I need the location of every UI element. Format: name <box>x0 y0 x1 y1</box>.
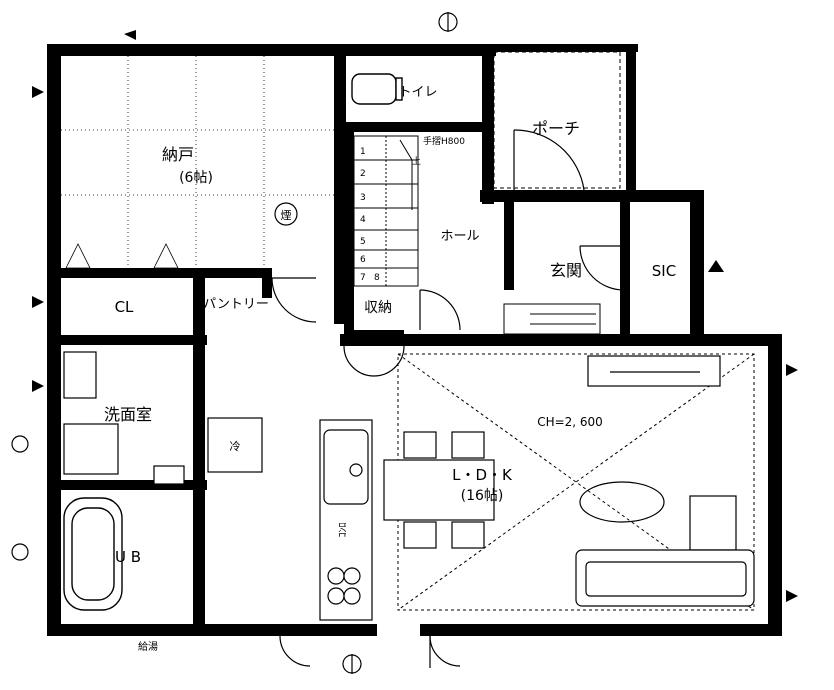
stair-step: 4 <box>360 215 366 225</box>
sofa <box>575 495 755 607</box>
dining-set <box>383 431 495 549</box>
stair-step: 2 <box>360 169 366 179</box>
stair-step: 7 <box>360 273 366 283</box>
porch-name: ポーチ <box>532 119 580 138</box>
stair-step: 5 <box>360 237 366 247</box>
stair-step: 6 <box>360 255 366 265</box>
stair-step: 1 <box>360 147 366 157</box>
stair-step: 3 <box>360 193 366 203</box>
smoke-detector-label: 煙 <box>281 209 292 222</box>
fridge <box>207 417 263 473</box>
range-label: ｺﾝﾛ <box>338 523 349 538</box>
staircase <box>353 135 419 287</box>
fridge-label: 冷 <box>230 440 241 453</box>
ldk-size: (16帖) <box>461 488 504 504</box>
ceiling-height-note: CH=2, 600 <box>537 415 603 429</box>
storage-size: (6帖) <box>179 170 213 186</box>
toilet-name: トイレ <box>398 85 437 100</box>
stair-numbers: 1 2 3 4 5 6 7 8 上 <box>360 147 421 283</box>
pantry-name: パントリー <box>203 297 269 312</box>
porch-outline <box>493 51 621 189</box>
kitchen-counter <box>319 419 373 621</box>
window-markers <box>32 30 798 602</box>
toilet-fixture <box>351 73 403 105</box>
bathtub <box>63 497 123 611</box>
hall-name: ホール <box>440 229 479 244</box>
doors <box>271 129 625 668</box>
stair-step: 8 <box>374 273 380 283</box>
sic-name: SIC <box>652 262 676 280</box>
storage-grid <box>61 56 334 269</box>
washroom-fixtures <box>63 351 185 485</box>
walls <box>47 44 782 636</box>
handrail-note: 手摺H800 <box>423 135 465 147</box>
closet-name: CL <box>115 298 134 316</box>
stairs-up-label: 上 <box>412 156 421 167</box>
smoke-detector-icon <box>274 202 298 226</box>
gas-meter-label: 給湯 <box>138 640 158 653</box>
washroom-name: 洗面室 <box>104 405 152 424</box>
entrance-step <box>503 303 601 335</box>
exterior-meters <box>11 12 458 674</box>
ceiling-outline <box>397 353 755 611</box>
entrance-name: 玄関 <box>550 261 582 280</box>
ldk-name: L・D・K <box>452 466 513 484</box>
under-stairs-name: 収納 <box>364 300 392 316</box>
rug <box>579 481 665 523</box>
storage-name: 納戸 <box>162 145 194 164</box>
bath-name: U B <box>115 548 141 566</box>
ac-unit <box>587 355 721 387</box>
